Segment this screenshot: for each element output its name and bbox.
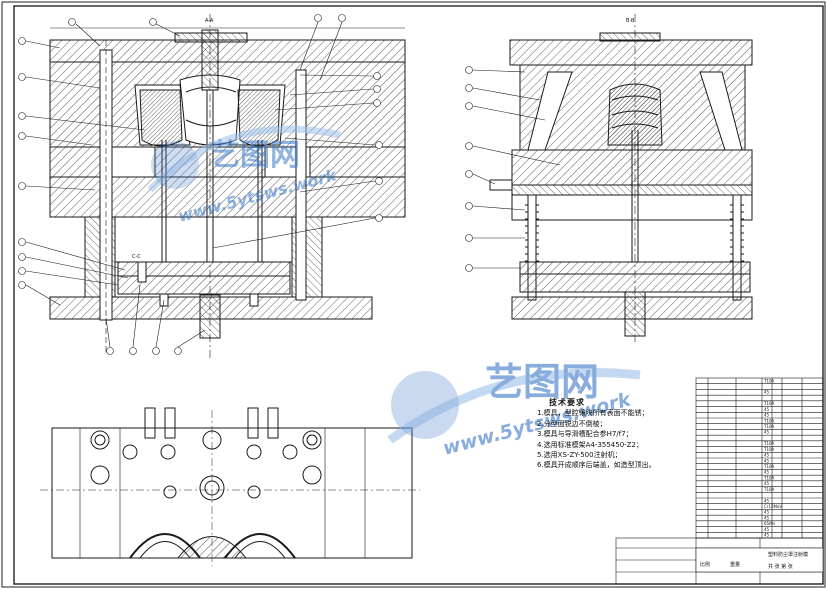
plan-view [40,407,420,566]
drawing-name: 塑料防尘罩注射模 [768,551,808,558]
bom-material: 45 [764,413,770,418]
bom-material: 45 [764,515,770,520]
tech-item: 2.分型面锐边不倒棱； [537,419,607,428]
bom-material: 45 [764,533,770,538]
front-section-view: C-C A-A [49,14,406,360]
scale-label: 比例 [700,561,710,568]
bom-material: T10A [763,378,775,383]
tech-item: 6.模具开成顺序后端盖，如造型顶出。 [537,461,656,470]
bom-material: T10A [763,487,775,492]
technical-requirements: 技术要求 1.模具，型腔镶块所有表面不能锈； 2.分型面锐边不倒棱； 3.模具与… [537,398,687,471]
tech-item: 4.选用标准模架A4-355450-Z2； [537,440,643,449]
bom-material: 45 [764,481,770,486]
inner-border [13,5,824,585]
watermark-brand-top: 艺图网 [210,138,300,173]
bom-material: 65Mn [764,521,776,526]
tech-item: 1.模具，型腔镶块所有表面不能锈； [537,409,649,418]
view-label-aa: A-A [205,18,214,24]
bom-material: T10A [763,424,775,429]
bom-material: 45 [764,453,770,458]
technical-requirements-title: 技术要求 [549,398,585,407]
bom-material: Cr12MoV [764,504,782,509]
bom-material: 45 [764,458,770,463]
bom-material: 45 [764,430,770,435]
bom-material: 45 [764,407,770,412]
tech-item: 3.模具与导滑槽配合参H7/f7； [537,430,633,439]
watermark-brand-bottom: 艺图网 [485,360,599,404]
bom-material: 45 [764,527,770,532]
bom-material: T10A [763,464,775,469]
title-block [615,377,824,585]
bom-materials: T10A45T10A4545T10AT10A45T10AT10A4545T10A… [763,378,782,537]
bom-material: T10A [763,441,775,446]
bom-material: T10A [763,447,775,452]
weight-label: 重量 [730,561,740,568]
view-label-bb: B-B [626,18,635,24]
bom-material: 45 [764,498,770,503]
sheet-label: 共 张 第 张 [768,563,793,570]
bom-material: 45 [764,390,770,395]
bom-material: T10A [763,418,775,423]
tech-item: 5.选用XS-ZY-500注射机； [537,451,622,460]
section-cc-label: C-C [132,254,141,260]
bom-material: T10A [763,475,775,480]
side-section-view: B-B [489,14,753,345]
leader-callouts-right [465,66,561,272]
bom-material: T10A [763,401,775,406]
leader-callouts-left [18,14,383,355]
bom-material: 45 [764,470,770,475]
bom-material: 45 [764,510,770,515]
